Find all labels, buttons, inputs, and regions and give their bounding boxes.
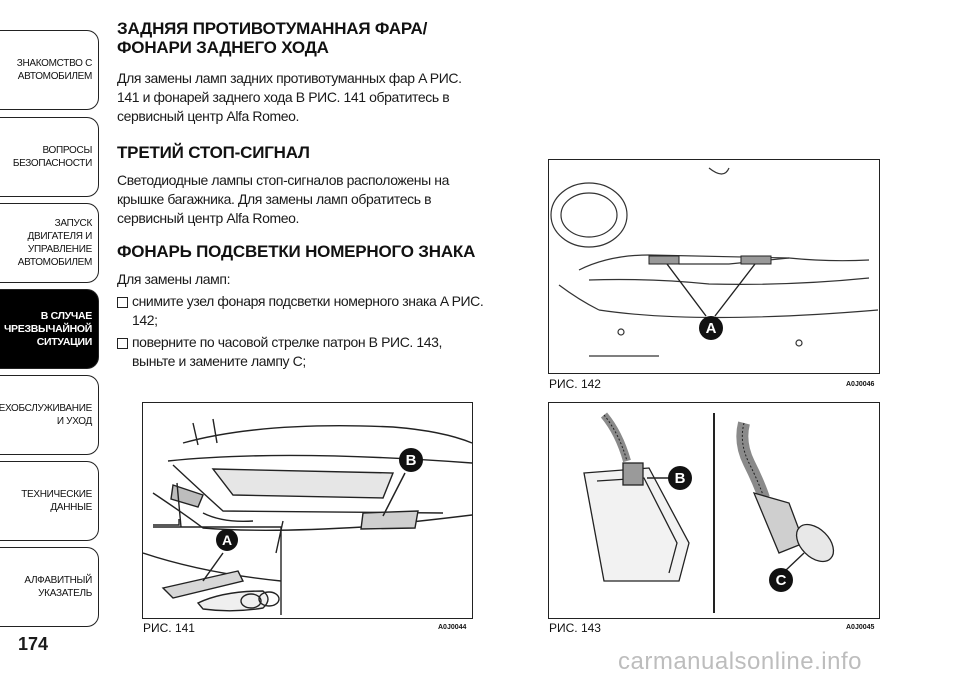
bulb-holder-illustration: B C: [583, 412, 835, 613]
checkbox-bullet-icon: [117, 297, 128, 308]
section-intro: Для замены ламп:: [117, 271, 231, 287]
tab-label: ЗНАКОМСТВО С АВТОМОБИЛЕМ: [16, 58, 93, 82]
section-body: Для замены ламп задних противотуманных ф…: [117, 70, 462, 124]
list-item: поверните по часовой стрелке патрон B РИ…: [117, 333, 497, 371]
page-number: 174: [18, 634, 49, 654]
rear-bumper-illustration: A B: [143, 418, 472, 615]
tab-label: ЗАПУСК ДВИГАТЕЛЯ И УПРАВЛЕНИЕ АВТОМОБИЛЕ…: [17, 218, 93, 268]
callout-c-icon: [769, 568, 793, 592]
tab-index[interactable]: АЛФАВИТНЫЙ УКАЗАТЕЛЬ: [0, 547, 99, 627]
section-plate-light: ФОНАРЬ ПОДСВЕТКИ НОМЕРНОГО ЗНАКА Для зам…: [117, 242, 497, 371]
callout-b-icon: [668, 466, 692, 490]
tab-maintenance[interactable]: ТЕХОБСЛУЖИВАНИЕ И УХОД: [0, 375, 99, 455]
callout-label: C: [776, 572, 787, 589]
section-third-stop: ТРЕТИЙ СТОП-СИГНАЛ Светодиодные лампы ст…: [117, 143, 497, 228]
section-rear-fog: ЗАДНЯЯ ПРОТИВОТУМАННАЯ ФАРА/ФОНАРИ ЗАДНЕ…: [117, 19, 497, 126]
tab-label: ВОПРОСЫ БЕЗОПАСНОСТИ: [12, 145, 92, 169]
list-item: снимите узел фонаря подсветки номерного …: [117, 292, 497, 330]
tab-intro[interactable]: ЗНАКОМСТВО С АВТОМОБИЛЕМ: [0, 30, 99, 110]
figure-caption: РИС. 142: [549, 377, 601, 391]
figure-caption: РИС. 143: [549, 621, 601, 635]
tab-label: ТЕХОБСЛУЖИВАНИЕ И УХОД: [0, 403, 92, 427]
section-title: ТРЕТИЙ СТОП-СИГНАЛ: [117, 143, 310, 162]
watermark: carmanualsonline.info: [618, 648, 862, 675]
section-body: Светодиодные лампы стоп-сигналов располо…: [117, 172, 449, 226]
section-title: ЗАДНЯЯ ПРОТИВОТУМАННАЯ ФАРА/ФОНАРИ ЗАДНЕ…: [117, 19, 428, 57]
figure-142: A: [548, 159, 880, 374]
tab-label: АЛФАВИТНЫЙ УКАЗАТЕЛЬ: [24, 575, 92, 599]
callout-b-icon: [399, 448, 423, 472]
figure-code: A0J0046: [846, 381, 875, 388]
tab-label: ТЕХНИЧЕСКИЕ ДАННЫЕ: [21, 489, 92, 513]
tab-emergency[interactable]: В СЛУЧАЕ ЧРЕЗВЫЧАЙНОЙ СИТУАЦИИ: [0, 289, 99, 369]
tab-starting[interactable]: ЗАПУСК ДВИГАТЕЛЯ И УПРАВЛЕНИЕ АВТОМОБИЛЕ…: [0, 203, 99, 283]
tailgate-illustration: A: [550, 167, 879, 357]
callout-a-icon: [699, 316, 723, 340]
figure-143: B C: [548, 402, 880, 619]
step-text: снимите узел фонаря подсветки номерного …: [132, 293, 484, 328]
tab-safety[interactable]: ВОПРОСЫ БЕЗОПАСНОСТИ: [0, 117, 99, 197]
section-title: ФОНАРЬ ПОДСВЕТКИ НОМЕРНОГО ЗНАКА: [117, 242, 476, 261]
tab-technical-data[interactable]: ТЕХНИЧЕСКИЕ ДАННЫЕ: [0, 461, 99, 541]
callout-label: B: [675, 470, 686, 487]
step-text: поверните по часовой стрелке патрон B РИ…: [132, 334, 443, 369]
checkbox-bullet-icon: [117, 338, 128, 349]
callout-label: A: [222, 532, 232, 548]
tab-label: В СЛУЧАЕ ЧРЕЗВЫЧАЙНОЙ СИТУАЦИИ: [3, 309, 92, 348]
figure-code: A0J0045: [846, 624, 875, 631]
figure-141: A B: [142, 402, 473, 619]
figure-code: A0J0044: [438, 624, 467, 631]
callout-a-icon: [216, 529, 238, 551]
callout-label: B: [406, 452, 417, 469]
callout-label: A: [706, 320, 717, 337]
figure-caption: РИС. 141: [143, 621, 195, 635]
